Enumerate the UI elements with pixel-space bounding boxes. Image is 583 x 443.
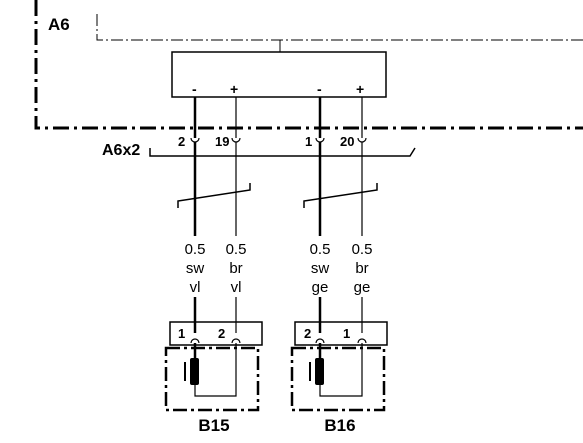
sensor-internal-wire bbox=[319, 343, 363, 397]
module-internal-line bbox=[96, 14, 583, 41]
sensor-element-icon bbox=[190, 358, 199, 385]
terminal-label: + bbox=[356, 81, 364, 97]
pin-socket bbox=[190, 338, 200, 344]
pin-socket bbox=[315, 137, 325, 143]
connector-pin-number: 2 bbox=[178, 134, 185, 149]
terminal-label: + bbox=[230, 81, 238, 97]
wire-color-label: ge bbox=[312, 279, 329, 296]
pin-socket bbox=[357, 137, 367, 143]
connector-a6x2-bar bbox=[149, 147, 416, 157]
connector-pin-number: 19 bbox=[215, 134, 229, 149]
pin-socket bbox=[357, 338, 367, 344]
module-a6-boundary bbox=[34, 0, 583, 130]
sensor-internal-wire bbox=[194, 343, 237, 397]
sensor-housing bbox=[164, 346, 260, 412]
sensor-pin-number: 2 bbox=[304, 326, 311, 341]
wire-size-label: 0.5 bbox=[310, 241, 331, 258]
pin-socket bbox=[231, 338, 241, 344]
sensor-pin-number: 1 bbox=[178, 326, 185, 341]
sensor-pin-number: 2 bbox=[218, 326, 225, 341]
sensor-housing bbox=[290, 346, 386, 412]
connector-a6x2-label: A6x2 bbox=[102, 142, 140, 159]
wire-size-label: 0.5 bbox=[226, 241, 247, 258]
wire-size-label: 0.5 bbox=[352, 241, 373, 258]
sensor-connector-housing bbox=[294, 321, 388, 346]
wire-color-label: sw bbox=[186, 260, 205, 277]
wire-color-label: vl bbox=[231, 279, 242, 296]
wire-color-label: vl bbox=[190, 279, 201, 296]
sensor-b16-label: B16 bbox=[324, 416, 355, 435]
sensor-b15: 1 2 B15 bbox=[164, 321, 263, 435]
sensor-pin-number: 1 bbox=[343, 326, 350, 341]
wire-size-label: 0.5 bbox=[185, 241, 206, 258]
connector-pin-number: 1 bbox=[305, 134, 312, 149]
twisted-pair-mark bbox=[303, 183, 378, 208]
pin-socket bbox=[190, 137, 200, 143]
terminal-label: - bbox=[317, 81, 322, 97]
wire-color-label: br bbox=[355, 260, 368, 277]
module-a6-label: A6 bbox=[48, 15, 70, 34]
wire-color-label: sw bbox=[311, 260, 330, 277]
twisted-pair-mark bbox=[177, 183, 251, 208]
wire-color-label: br bbox=[229, 260, 242, 277]
sensor-connector-housing bbox=[169, 321, 263, 346]
pin-socket bbox=[231, 137, 241, 143]
sensor-b16: 2 1 B16 bbox=[290, 321, 388, 435]
pin-socket bbox=[315, 338, 325, 344]
sensor-element-icon bbox=[315, 358, 324, 385]
connector-pin-number: 20 bbox=[340, 134, 354, 149]
wire-color-label: ge bbox=[354, 279, 371, 296]
control-unit-box bbox=[171, 51, 387, 98]
terminal-label: - bbox=[192, 81, 197, 97]
sensor-b15-label: B15 bbox=[198, 416, 229, 435]
